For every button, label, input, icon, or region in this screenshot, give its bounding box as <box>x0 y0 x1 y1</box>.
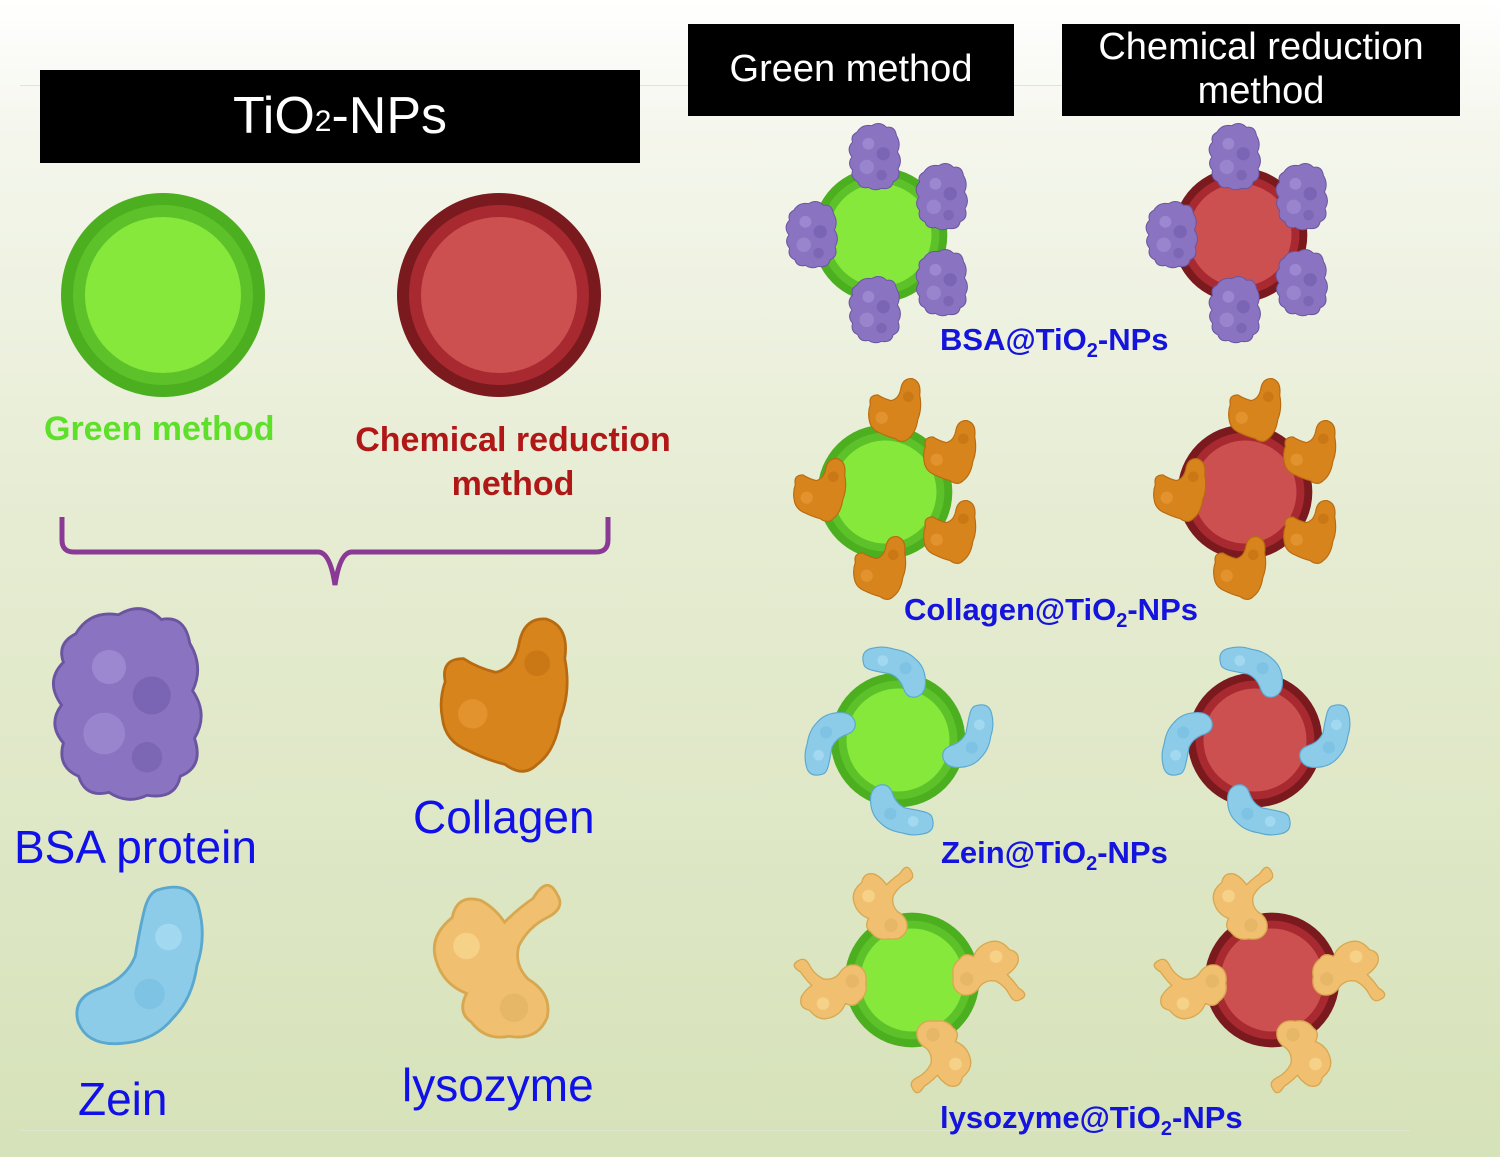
combo-suffix: -NPs <box>1172 1100 1243 1135</box>
bsa-protein-icon <box>51 607 203 801</box>
zein-green-nanoparticle <box>804 646 994 836</box>
header-text-tail: -NPs <box>331 86 448 145</box>
zein-protein-icon <box>75 885 204 1046</box>
bsa-red-nanoparticle <box>1145 123 1328 344</box>
combo-prefix: Collagen@TiO <box>904 592 1117 627</box>
combo-subscript: 2 <box>1160 1118 1173 1141</box>
combo-subscript: 2 <box>1086 340 1098 363</box>
combo-suffix: -NPs <box>1097 835 1168 870</box>
lysozyme-label: lysozyme <box>402 1059 594 1111</box>
chemical-method-header: Chemical reduction method <box>1062 24 1460 116</box>
header-subscript: 2 <box>314 105 332 139</box>
lysozyme-tio2-label: lysozyme@TiO2-NPs <box>940 1100 1243 1141</box>
zein-tio2-label: Zein@TiO2-NPs <box>941 835 1168 876</box>
green-method-header: Green method <box>688 24 1014 116</box>
bsa-green-nanoparticle <box>785 123 968 344</box>
lysozyme-red-nanoparticle <box>1153 866 1386 1094</box>
green-method-nanoparticle <box>61 193 265 397</box>
combo-suffix: -NPs <box>1097 322 1169 357</box>
combo-prefix: lysozyme@TiO <box>940 1100 1161 1135</box>
combo-suffix: -NPs <box>1127 592 1198 627</box>
collagen-red-nanoparticle <box>1153 377 1337 601</box>
divider-line <box>20 1130 1410 1131</box>
collagen-protein-icon <box>439 617 569 773</box>
bsa-tio2-label: BSA@TiO2-NPs <box>940 322 1169 363</box>
collagen-green-nanoparticle <box>793 377 977 601</box>
chemical-method-nanoparticle <box>397 193 601 397</box>
combo-subscript: 2 <box>1116 610 1128 633</box>
lysozyme-green-nanoparticle <box>793 866 1026 1094</box>
collagen-label: Collagen <box>413 791 595 843</box>
combo-prefix: BSA@TiO <box>940 322 1087 357</box>
chemical-header-line1: Chemical reduction <box>1098 26 1424 69</box>
chemical-label-line1: Chemical reduction <box>355 421 671 459</box>
zein-label: Zein <box>78 1073 168 1125</box>
bsa-protein-label: BSA protein <box>14 821 257 873</box>
combo-subscript: 2 <box>1086 853 1098 876</box>
green-method-header-text: Green method <box>729 48 973 91</box>
collagen-tio2-label: Collagen@TiO2-NPs <box>904 592 1198 633</box>
combo-prefix: Zein@TiO <box>941 835 1087 870</box>
green-method-label: Green method <box>44 410 275 448</box>
lysozyme-protein-icon <box>432 883 562 1039</box>
chemical-method-label: Chemical reduction method <box>338 418 688 506</box>
header-text: TiO <box>232 86 315 145</box>
bracket <box>59 517 611 586</box>
chemical-header-line2: method <box>1197 70 1325 112</box>
chemical-label-line2: method <box>451 465 575 504</box>
zein-red-nanoparticle <box>1161 646 1351 836</box>
